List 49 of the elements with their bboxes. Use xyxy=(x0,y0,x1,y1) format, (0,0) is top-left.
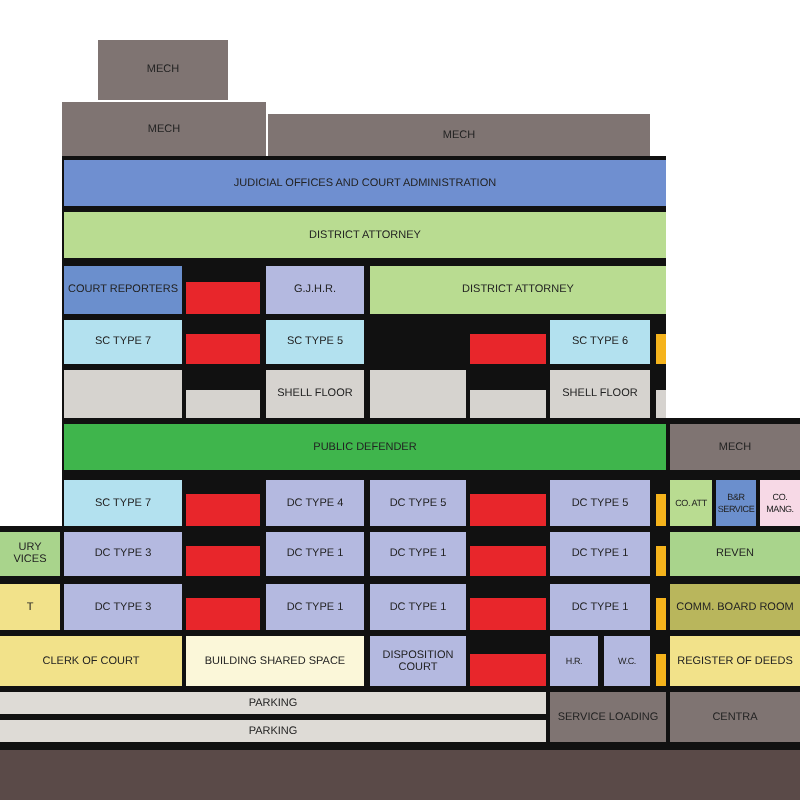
room-block xyxy=(266,320,364,364)
room-block xyxy=(98,40,228,100)
room-block xyxy=(266,584,364,630)
room-block xyxy=(670,636,800,686)
room-block xyxy=(186,636,364,686)
room-block xyxy=(370,584,466,630)
room-block xyxy=(0,532,60,576)
room-block xyxy=(64,160,666,206)
room-block xyxy=(550,584,650,630)
room-block xyxy=(370,266,666,314)
room-block xyxy=(64,424,666,470)
room-block xyxy=(550,692,666,742)
room-block xyxy=(716,480,756,526)
room-block xyxy=(670,584,800,630)
room-block xyxy=(266,532,364,576)
room-block xyxy=(370,636,466,686)
room-block xyxy=(550,636,598,686)
room-block xyxy=(370,480,466,526)
room-block xyxy=(670,532,800,576)
room-block xyxy=(550,480,650,526)
room-block xyxy=(64,266,182,314)
room-block xyxy=(604,636,650,686)
room-block xyxy=(550,532,650,576)
room-block xyxy=(0,720,546,742)
room-block xyxy=(0,636,182,686)
room-block xyxy=(64,320,182,364)
shell-space-block xyxy=(656,390,666,418)
shell-space-block xyxy=(370,370,466,418)
room-block xyxy=(0,584,60,630)
room-block xyxy=(64,532,182,576)
room-block xyxy=(550,370,650,418)
shell-space-block xyxy=(186,390,260,418)
room-block xyxy=(266,370,364,418)
room-block xyxy=(370,532,466,576)
room-block xyxy=(62,102,266,156)
room-block xyxy=(760,480,800,526)
room-block xyxy=(670,424,800,470)
room-block xyxy=(670,480,712,526)
room-block xyxy=(266,266,364,314)
room-block xyxy=(670,692,800,742)
room-block xyxy=(268,114,650,156)
room-block xyxy=(550,320,650,364)
room-block xyxy=(0,692,546,714)
room-block xyxy=(64,584,182,630)
shell-space-block xyxy=(64,370,182,418)
shell-space-block xyxy=(470,390,546,418)
room-block xyxy=(64,480,182,526)
room-block xyxy=(266,480,364,526)
room-block xyxy=(64,212,666,258)
